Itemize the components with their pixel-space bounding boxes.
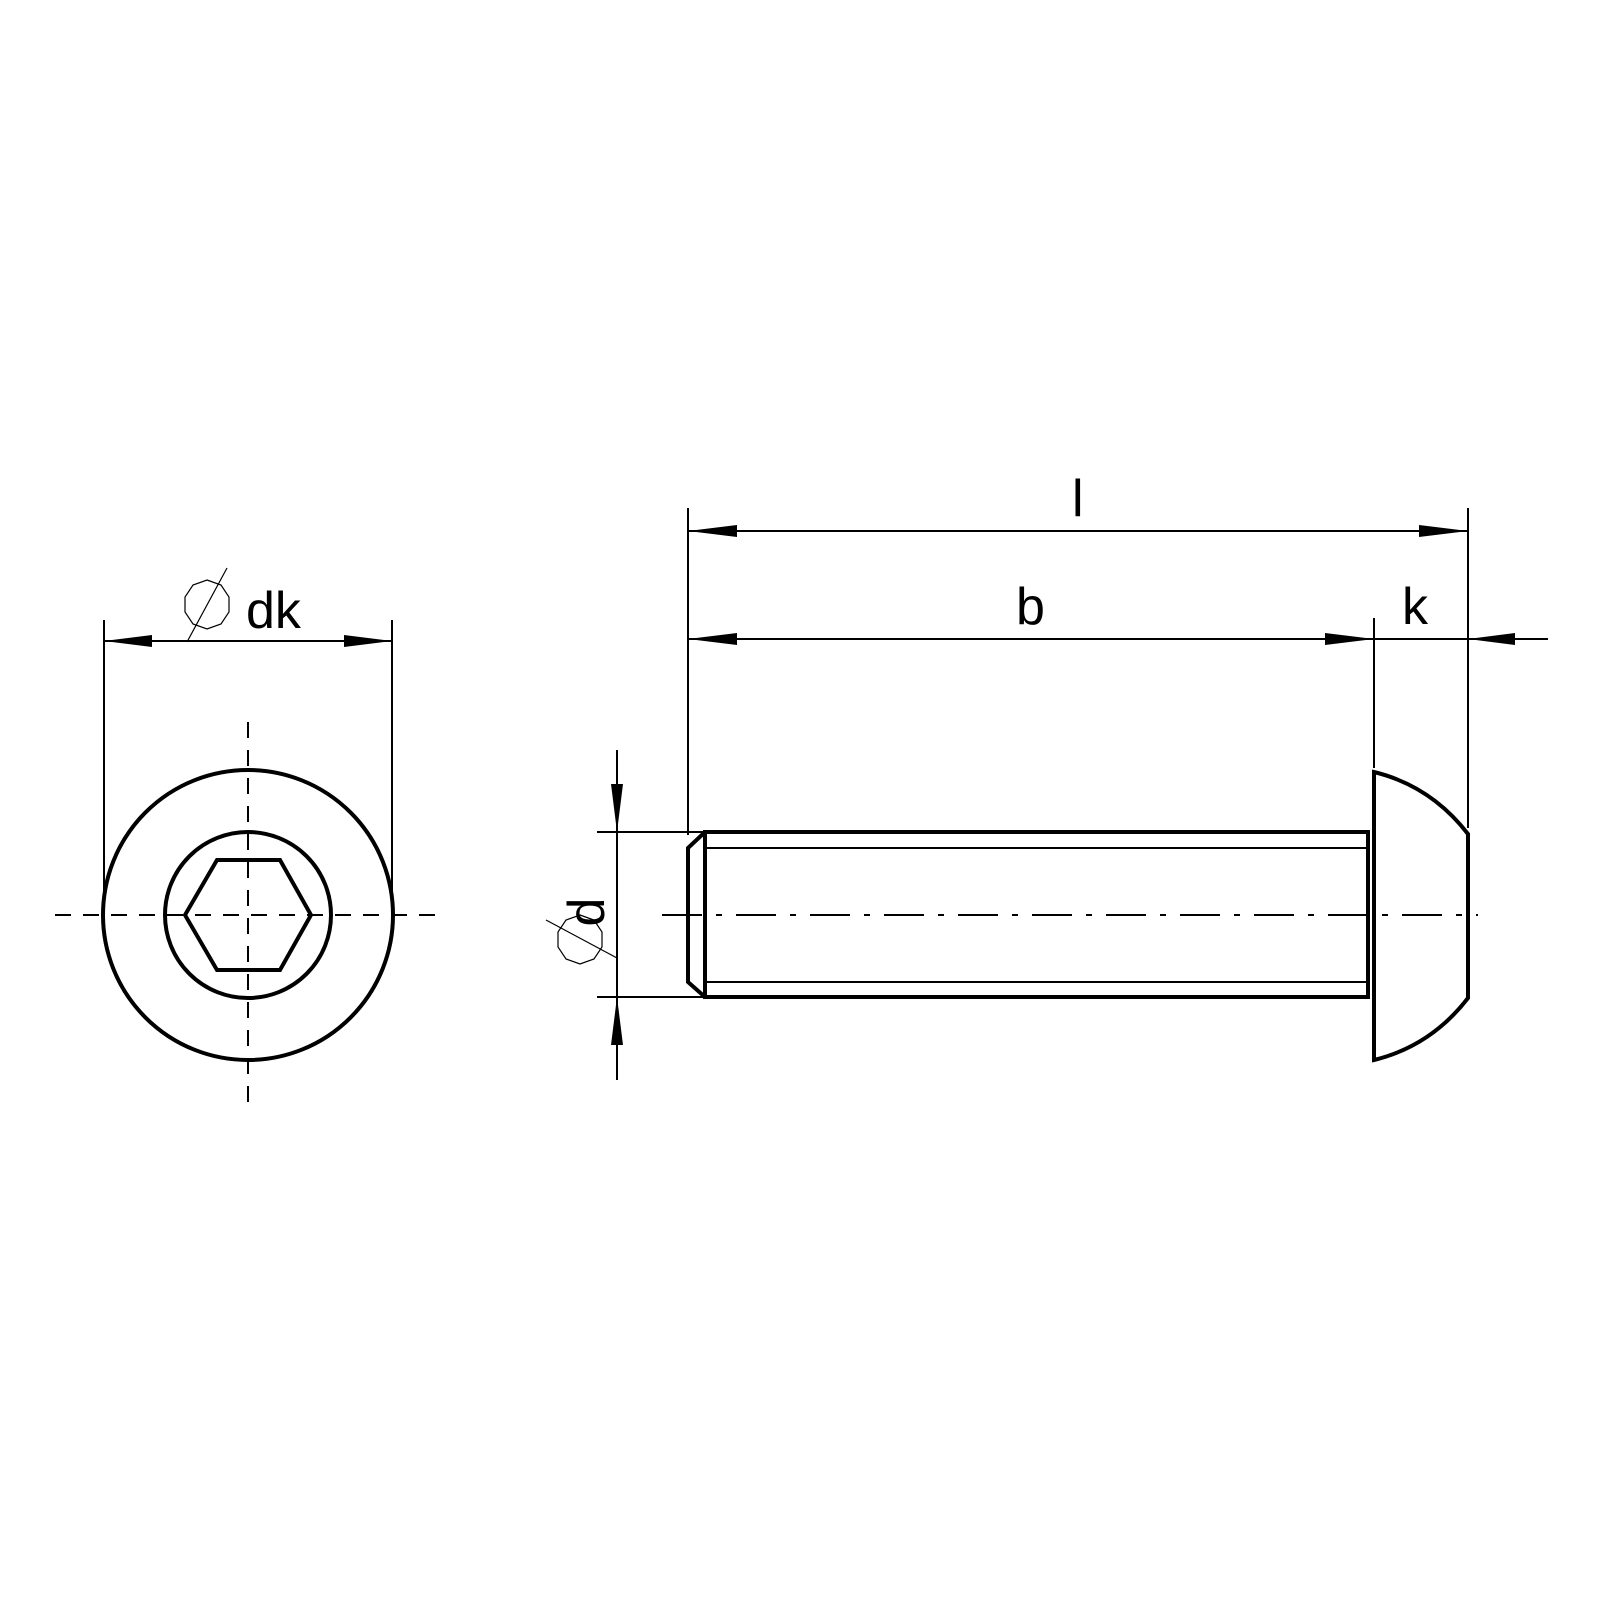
end-view: dk	[55, 567, 440, 1110]
dk-diameter-symbol	[184, 567, 230, 643]
b-arrow-left	[688, 633, 737, 645]
l-arrow-left	[688, 525, 737, 537]
d-arrow-top	[611, 784, 623, 832]
b-arrow-right	[1325, 633, 1374, 645]
button-head	[1372, 769, 1470, 1063]
head-outer-circle	[101, 768, 395, 1062]
l-arrow-right	[1419, 525, 1468, 537]
dk-label: dk	[246, 582, 302, 640]
k-arrow-right-inward	[1468, 633, 1515, 645]
b-label: b	[1016, 578, 1045, 636]
side-view: l b k d	[545, 470, 1548, 1080]
d-diameter-symbol	[545, 914, 618, 965]
head-inner-circle	[163, 830, 333, 1000]
d-label: d	[558, 898, 616, 927]
shank-tip-chamfer	[686, 830, 707, 999]
k-label: k	[1402, 578, 1429, 636]
l-label: l	[1072, 470, 1084, 528]
hex-socket	[182, 858, 314, 972]
dk-arrow-right	[344, 635, 392, 647]
dk-arrow-left	[104, 635, 152, 647]
d-arrow-bottom	[611, 997, 623, 1045]
